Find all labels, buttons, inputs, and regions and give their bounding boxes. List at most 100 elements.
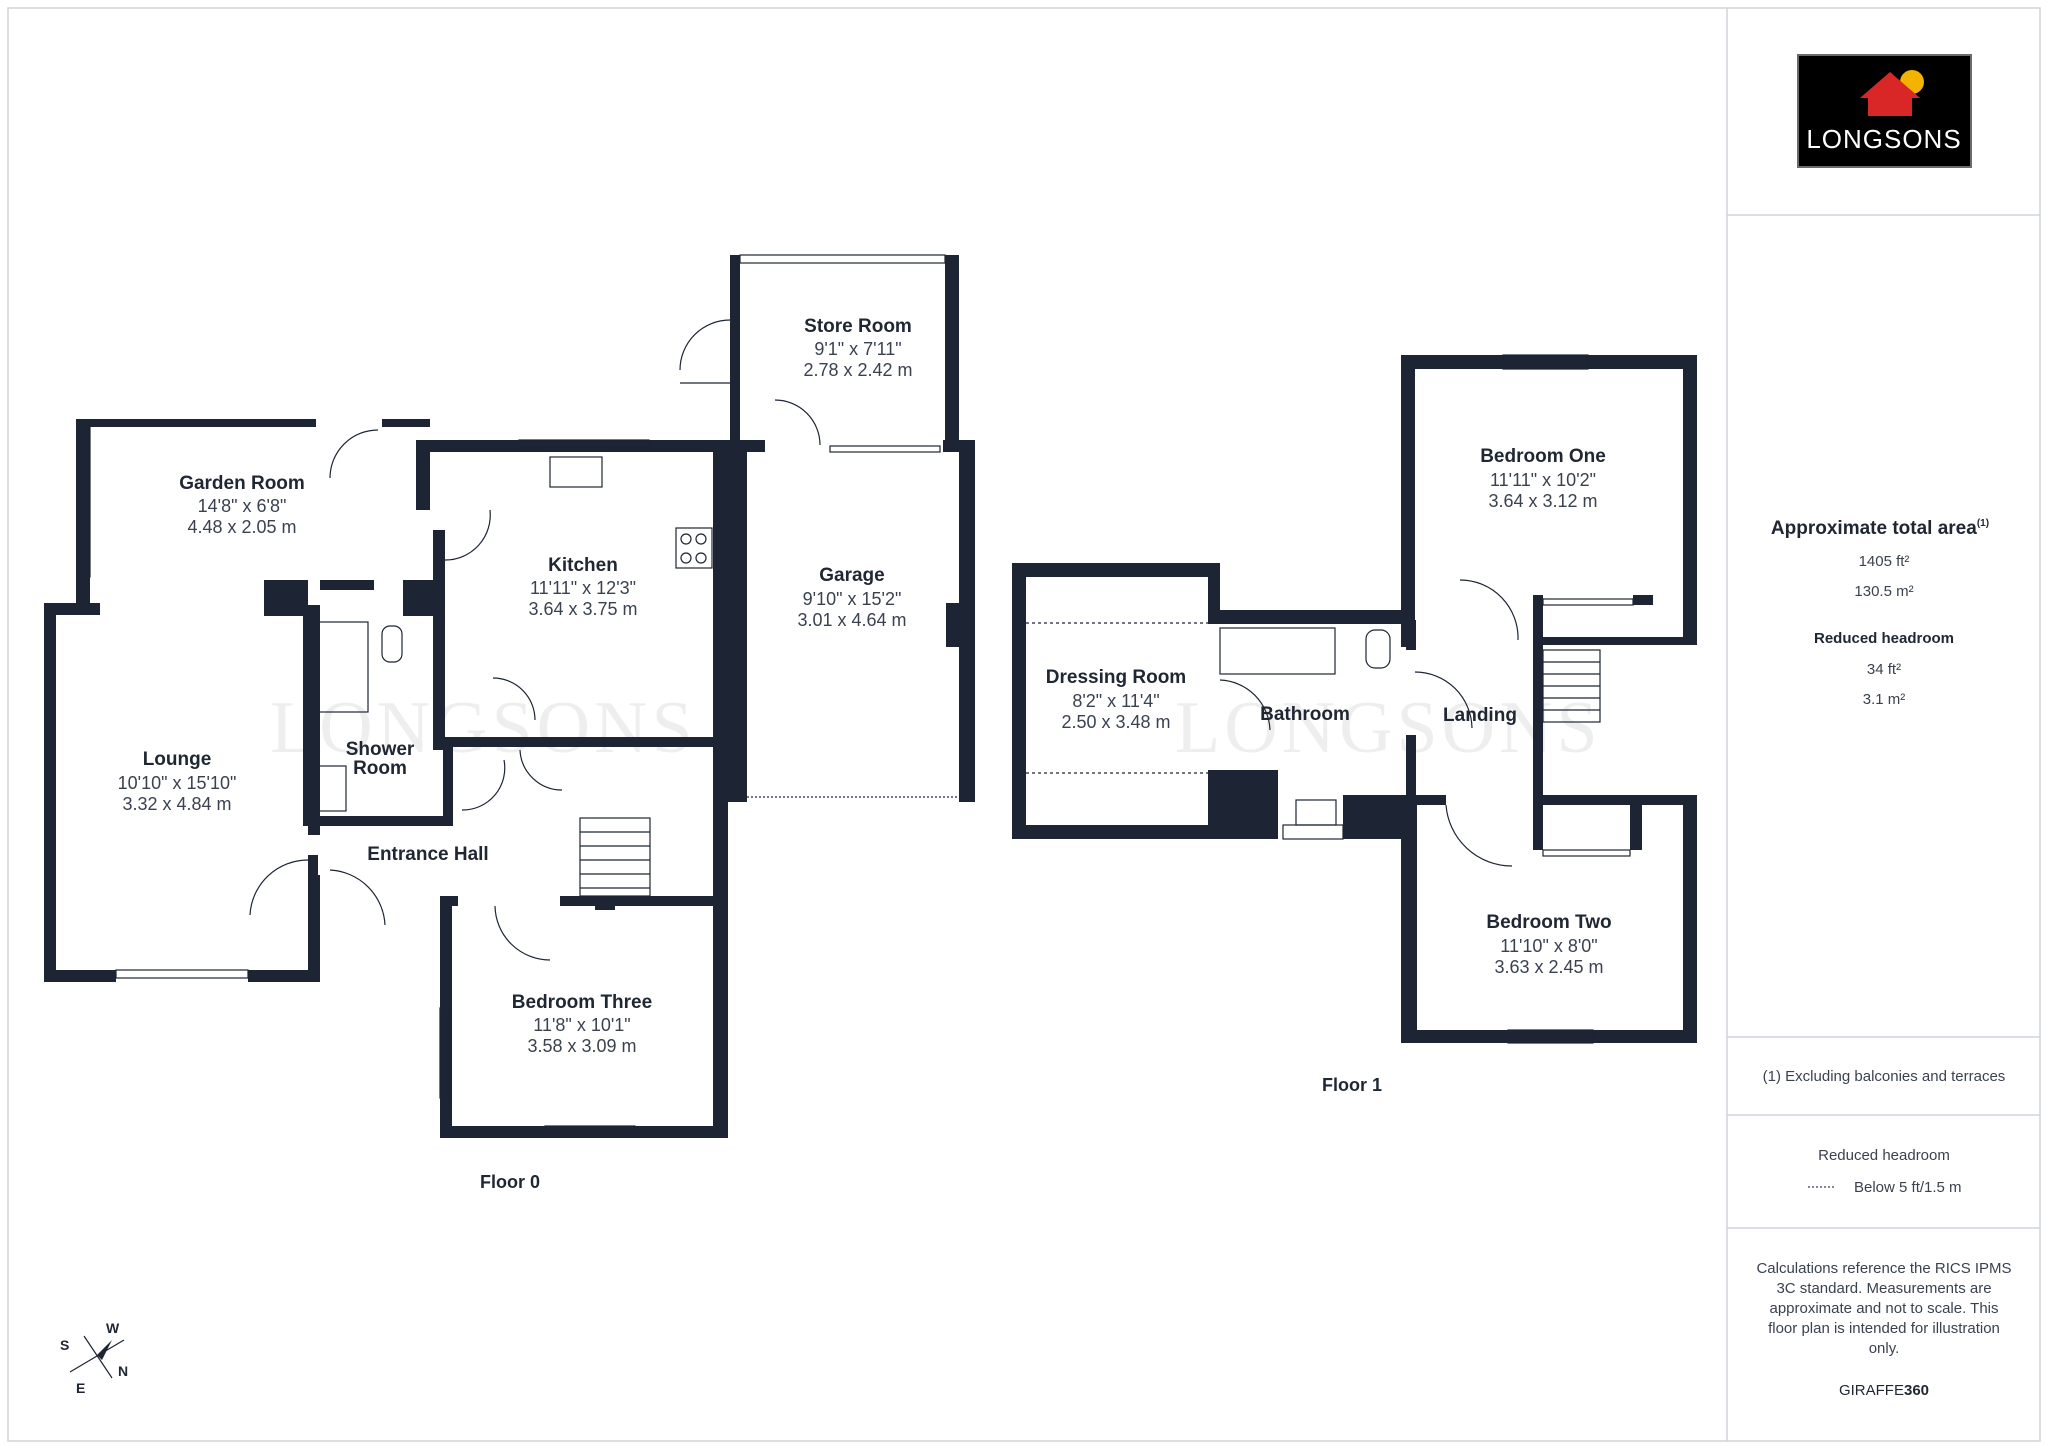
room-imperial: 9'1" x 7'11"	[814, 339, 901, 359]
room-shower-room: Shower Room	[346, 739, 415, 779]
disclaimer: Calculations reference the RICS IPMS 3C …	[1756, 1260, 2011, 1357]
sink	[549, 456, 603, 488]
door-swing	[329, 869, 386, 926]
logo-text: LONGSONS	[1806, 124, 1961, 154]
wall	[308, 855, 318, 879]
room-name-line-1: Shower	[346, 739, 415, 760]
wall	[730, 255, 740, 445]
wall	[1401, 1030, 1697, 1043]
room-name: Garage	[819, 565, 884, 586]
wardrobe	[1542, 849, 1631, 857]
door-swing	[1414, 671, 1473, 729]
wall	[1633, 595, 1653, 605]
reduced-headroom-m: 3.1 m²	[1863, 691, 1906, 708]
door-swing	[774, 399, 821, 446]
room-kitchen: Kitchen 11'11" x 12'3" 3.64 x 3.75 m	[528, 555, 637, 619]
door-swing	[494, 905, 551, 961]
room-name: Dressing Room	[1046, 667, 1186, 688]
room-metric: 3.58 x 3.09 m	[527, 1036, 636, 1056]
wall	[44, 603, 56, 982]
room-metric: 3.64 x 3.12 m	[1488, 491, 1597, 511]
area-summary: Approximate total area(1) 1405 ft² 130.5…	[1771, 518, 1989, 708]
room-metric: 2.78 x 2.42 m	[803, 360, 912, 380]
wall	[416, 440, 430, 510]
shower-tray	[315, 621, 369, 713]
wall	[1012, 563, 1026, 839]
wall	[1533, 637, 1697, 645]
wall	[1208, 563, 1220, 611]
wall	[713, 740, 728, 1138]
credit-prefix: GIRAFFE	[1839, 1382, 1904, 1399]
floor0-windows	[81, 254, 959, 1135]
wardrobe	[1542, 598, 1634, 606]
wall	[443, 746, 453, 826]
wall	[1533, 640, 1543, 795]
wall	[943, 440, 975, 452]
wall	[1208, 770, 1278, 839]
wall	[1012, 825, 1210, 839]
floor-1-label: Floor 1	[1322, 1075, 1382, 1095]
room-name: Bedroom Three	[512, 992, 652, 1013]
disclaimer-line: Calculations reference the RICS IPMS	[1756, 1260, 2011, 1277]
wall	[1406, 795, 1446, 805]
area-ft: 1405 ft²	[1859, 553, 1910, 570]
room-dressing-room: Dressing Room 8'2" x 11'4" 2.50 x 3.48 m	[1046, 667, 1186, 732]
wall	[1012, 563, 1220, 577]
door-swing	[329, 429, 379, 479]
window	[544, 1125, 636, 1135]
wall	[303, 816, 453, 826]
wall	[946, 603, 959, 647]
wall	[1401, 355, 1697, 369]
legend-item: Below 5 ft/1.5 m	[1854, 1179, 1962, 1196]
hob	[675, 527, 713, 569]
door-swing	[679, 319, 731, 371]
room-metric: 3.01 x 4.64 m	[797, 610, 906, 630]
door-swing	[461, 759, 506, 811]
room-imperial: 11'11" x 10'2"	[1490, 470, 1596, 490]
wall	[44, 603, 100, 615]
door-swing	[1219, 679, 1271, 731]
room-name: Landing	[1443, 705, 1517, 726]
wall	[303, 616, 313, 826]
disclaimer-line: 3C standard. Measurements are	[1776, 1280, 1991, 1297]
area-title-sup: (1)	[1977, 518, 1989, 529]
window	[1502, 354, 1589, 370]
wall	[725, 440, 747, 802]
wall	[248, 970, 320, 982]
watermark-floor1: LONGSONS	[1175, 687, 1602, 769]
page-frame	[7, 7, 2041, 1442]
legend-title: Reduced headroom	[1818, 1147, 1950, 1164]
room-bathroom: Bathroom	[1260, 704, 1350, 725]
logo-house-icon	[1860, 72, 1920, 116]
floor1-walls	[1012, 355, 1697, 1043]
disclaimer-line: approximate and not to scale. This	[1769, 1300, 1998, 1317]
door-swing	[444, 509, 491, 561]
wall	[1683, 355, 1697, 643]
door-swing	[519, 749, 563, 791]
credit: GIRAFFE360	[1839, 1382, 1929, 1399]
floor0-walls	[44, 255, 975, 1138]
room-metric: 2.50 x 3.48 m	[1061, 712, 1170, 732]
compass-e: E	[76, 1380, 85, 1396]
stairs	[579, 817, 651, 897]
door-swing	[1445, 804, 1513, 867]
room-metric: 3.63 x 2.45 m	[1494, 957, 1603, 977]
floor1-windows	[1026, 354, 1634, 1044]
door-swing	[1459, 579, 1519, 641]
room-bedroom-three: Bedroom Three 11'8" x 10'1" 3.58 x 3.09 …	[512, 992, 652, 1056]
wall	[1630, 795, 1642, 850]
toilet	[1365, 629, 1391, 669]
brand-logo: LONGSONS	[1797, 54, 1972, 168]
wall	[382, 419, 430, 427]
window	[1282, 824, 1344, 840]
window	[518, 439, 650, 449]
room-entrance-hall: Entrance Hall	[367, 844, 488, 865]
reduced-headroom-title: Reduced headroom	[1814, 630, 1954, 647]
wall	[945, 255, 959, 445]
room-imperial: 11'8" x 10'1"	[533, 1015, 630, 1035]
wall	[264, 580, 308, 616]
wall	[430, 440, 725, 452]
wall	[1533, 795, 1543, 850]
